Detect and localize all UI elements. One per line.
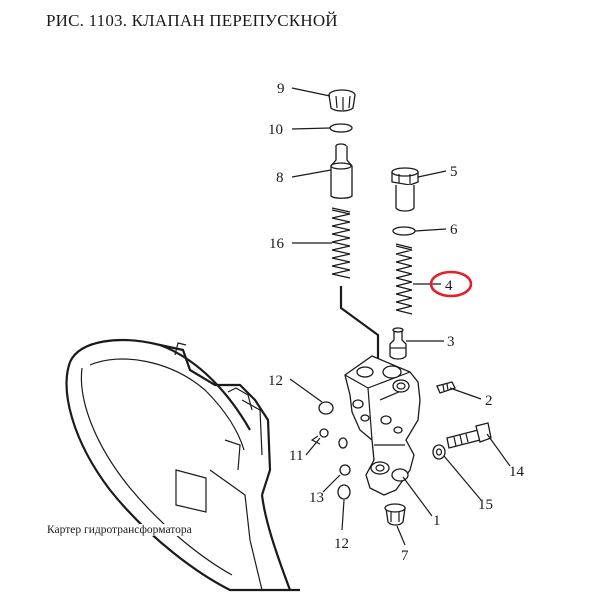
callout-3: 3 xyxy=(447,334,455,350)
figure-title: РИС. 1103. КЛАПАН ПЕРЕПУСКНОЙ xyxy=(46,11,338,30)
part-3-valve xyxy=(389,327,407,360)
part-11-o-ring-b xyxy=(338,437,348,449)
callout-5: 5 xyxy=(450,164,458,180)
part-13-o-ring xyxy=(339,464,351,476)
callout-11: 11 xyxy=(289,448,303,464)
highlight-ring-part-4 xyxy=(429,270,473,298)
part-11-bracket xyxy=(310,435,321,445)
housing-caption: Картер гидротрансформатора xyxy=(47,524,192,536)
part-6-o-ring xyxy=(392,226,416,236)
callout-13: 13 xyxy=(309,490,324,506)
callout-14: 14 xyxy=(509,464,525,480)
callout-12-upper: 12 xyxy=(268,373,283,389)
part-5-plug xyxy=(391,167,419,212)
callout-4: 4 xyxy=(445,278,453,294)
callout-9: 9 xyxy=(277,81,285,97)
callout-2: 2 xyxy=(485,393,493,409)
part-2-screw xyxy=(436,381,456,394)
leader-spring-to-body xyxy=(339,286,380,360)
part-1-valve-body xyxy=(344,355,421,496)
part-16-spring xyxy=(331,207,351,279)
callout-6: 6 xyxy=(450,222,458,238)
part-15-washer xyxy=(432,444,446,460)
converter-housing xyxy=(65,339,300,592)
part-12-o-ring-upper xyxy=(318,401,334,415)
callout-7: 7 xyxy=(401,548,409,564)
leader-lines xyxy=(289,87,511,546)
callout-12-lower: 12 xyxy=(334,536,349,552)
part-7-plug xyxy=(384,503,406,526)
part-4-spring xyxy=(395,243,413,315)
part-14-bolt xyxy=(446,422,492,449)
part-9-plug xyxy=(328,89,356,112)
callout-10: 10 xyxy=(268,122,283,138)
part-11-o-ring-a xyxy=(319,428,329,438)
part-12-o-ring-lower xyxy=(337,484,351,500)
callout-15: 15 xyxy=(478,497,493,513)
callout-1: 1 xyxy=(433,513,441,529)
part-8-piston xyxy=(330,143,353,199)
part-10-o-ring xyxy=(329,123,353,133)
callout-16: 16 xyxy=(269,236,285,252)
callout-8: 8 xyxy=(276,170,284,186)
